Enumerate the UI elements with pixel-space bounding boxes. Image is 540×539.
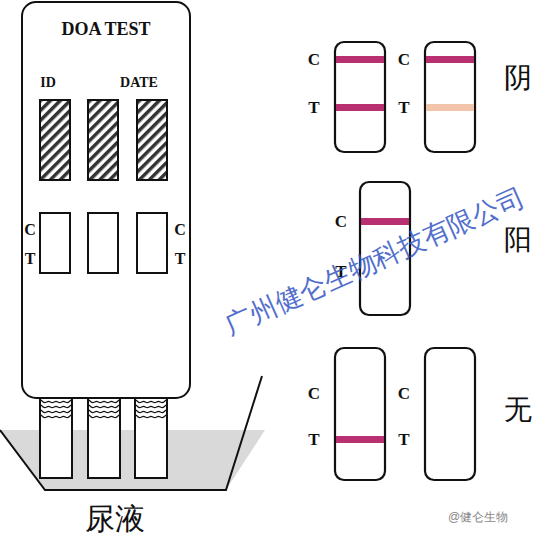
- result-label: 阳: [504, 225, 532, 256]
- line-letter: T: [398, 99, 409, 118]
- card-title: DOA TEST: [61, 20, 150, 40]
- test-card-box: DOA TEST: [22, 2, 190, 398]
- line-letter: C: [398, 51, 410, 70]
- line-letter: C: [174, 221, 186, 239]
- line-letter: T: [398, 431, 409, 450]
- field-label: ID: [40, 75, 56, 90]
- urine-cup-box: 尿液: [0, 492, 230, 539]
- sample-strips: [40, 396, 167, 478]
- line-letter: T: [175, 250, 186, 268]
- result-label: 无: [504, 395, 532, 426]
- result-windows: [40, 213, 167, 273]
- cup-label: 尿液: [85, 502, 145, 535]
- line-letter: C: [308, 385, 320, 404]
- line-letter: C: [335, 213, 347, 232]
- test-card: [22, 2, 190, 398]
- line-letter: C: [398, 385, 410, 404]
- line-letter: C: [24, 221, 36, 239]
- result-label: 阴: [504, 63, 532, 94]
- line-letter: C: [308, 51, 320, 70]
- line-letter: T: [308, 99, 319, 118]
- hatched-label-areas: [40, 100, 167, 180]
- line-letter: T: [25, 250, 36, 268]
- line-letter: T: [308, 431, 319, 450]
- source-note: @健仑生物: [448, 511, 508, 524]
- field-label: DATE: [120, 75, 158, 90]
- absorbent-waves: [41, 400, 166, 418]
